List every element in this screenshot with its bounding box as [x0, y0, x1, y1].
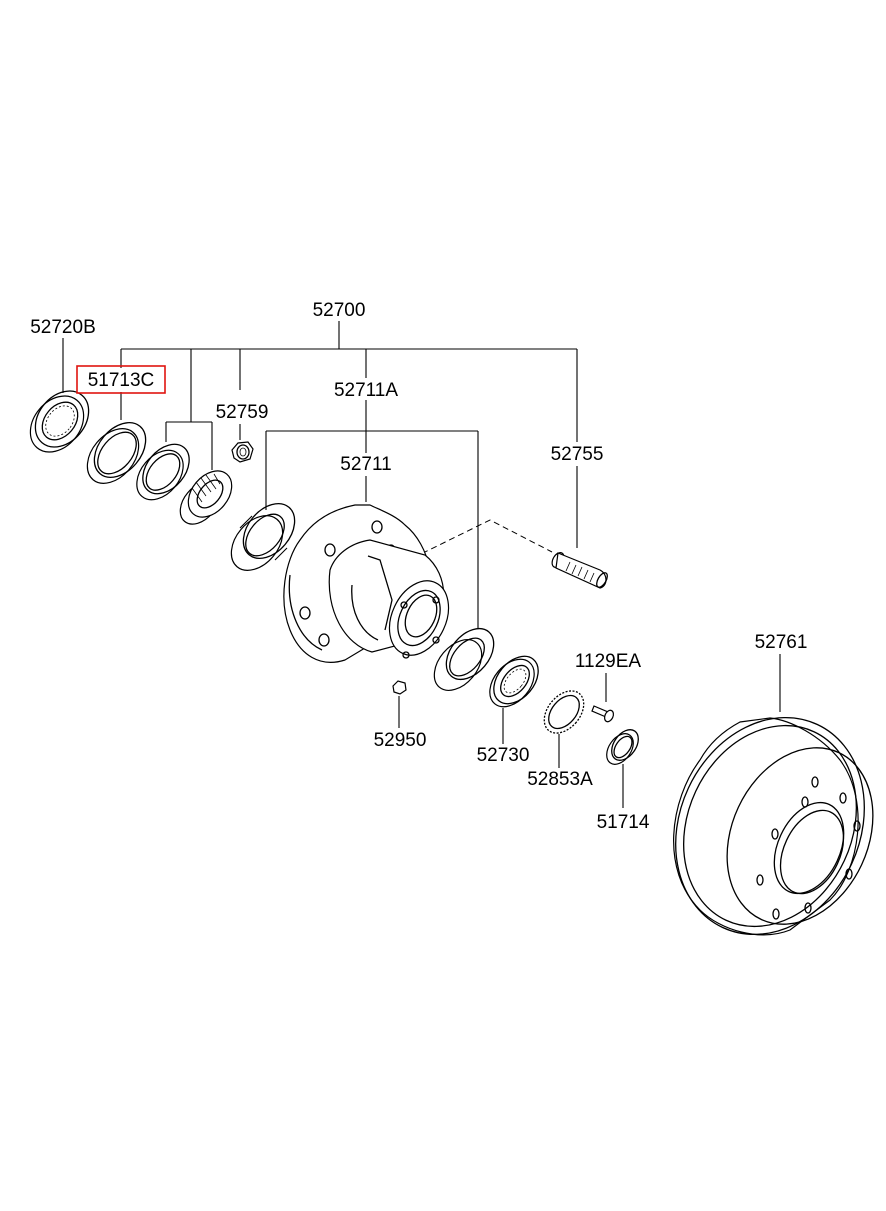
label-52759[interactable]: 52759 — [216, 402, 269, 423]
label-51713c[interactable]: 51713C — [88, 370, 155, 391]
label-52950[interactable]: 52950 — [374, 730, 427, 751]
stud-52755-icon — [551, 552, 608, 589]
hub-52711-icon — [283, 504, 450, 663]
label-52711a[interactable]: 52711A — [334, 380, 398, 401]
nut-52950-icon — [392, 680, 407, 695]
ring-51713c-icon — [86, 422, 147, 484]
highlight-box — [76, 365, 166, 394]
seal-52720b-icon — [29, 390, 90, 453]
label-52711[interactable]: 52711 — [340, 454, 391, 475]
label-51714[interactable]: 51714 — [597, 812, 650, 833]
nut-52759-icon — [231, 441, 254, 463]
bearing-cone-icon — [179, 470, 233, 525]
brake-drum-52761-icon — [673, 716, 874, 936]
leader-lines — [62, 321, 781, 808]
ring-51714-icon — [606, 729, 639, 765]
inner-race-icon — [433, 627, 495, 691]
bearing-cup-icon — [136, 443, 190, 501]
label-52853a[interactable]: 52853A — [527, 769, 593, 790]
label-52730[interactable]: 52730 — [477, 745, 530, 766]
label-52700[interactable]: 52700 — [313, 300, 366, 321]
label-52755[interactable]: 52755 — [551, 444, 604, 465]
bolt-1129ea-icon — [591, 705, 615, 723]
labels: 52700 52720B 51713C 52759 52711A 52711 5… — [30, 300, 807, 833]
label-1129ea[interactable]: 1129EA — [575, 651, 642, 672]
label-52720b[interactable]: 52720B — [30, 317, 96, 338]
seal-52730-icon — [489, 655, 539, 708]
tone-wheel-52853a-icon — [543, 690, 585, 734]
bearing-race-icon — [230, 503, 296, 571]
label-52761[interactable]: 52761 — [755, 632, 808, 653]
